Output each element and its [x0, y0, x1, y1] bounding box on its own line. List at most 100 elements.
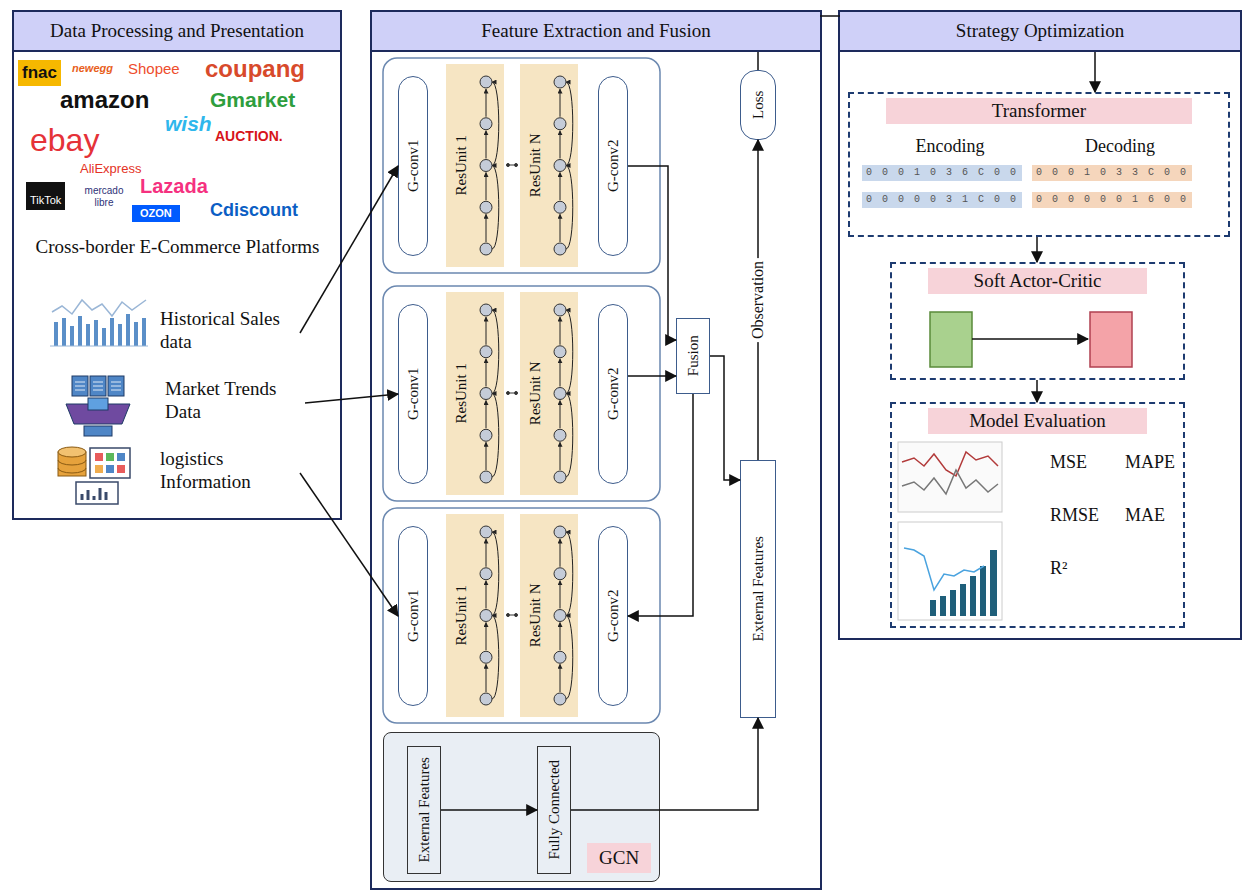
platform-logo: mercado libre: [78, 185, 130, 208]
conv-layer: G-conv1: [398, 76, 428, 256]
section-title: Data Processing and Presentation: [14, 12, 340, 52]
node-label: Historical Sales data: [160, 308, 300, 354]
conv-layer: G-conv2: [598, 304, 628, 484]
data-source: logistics Information: [160, 448, 300, 498]
sales-icon: [50, 300, 148, 346]
section-title: Transformer: [886, 98, 1192, 124]
section-title: Soft Actor-Critic: [928, 268, 1147, 294]
node-label: Fusion: [685, 335, 702, 376]
process-box: Fully Connected: [537, 746, 571, 874]
node-label: G-conv1: [405, 368, 422, 421]
node-label: Loss: [750, 91, 767, 119]
token-strip: 0 0 0 0 0 0 1 6 0 0: [1032, 192, 1192, 208]
node-label: G-conv1: [405, 140, 422, 193]
neuron-chain: [550, 64, 576, 267]
node-label: ResUnit N: [527, 361, 544, 425]
section-title: Model Evaluation: [928, 408, 1147, 434]
ellipsis-dots: [507, 164, 518, 617]
node-label: ResUnit 1: [453, 135, 470, 195]
metric-name: MAE: [1125, 505, 1165, 526]
neuron-chain: [550, 514, 576, 717]
metric-name: R²: [1050, 558, 1067, 579]
node-label: External Features: [750, 536, 767, 641]
connector-arrow: [628, 166, 676, 340]
node-label: ResUnit N: [527, 133, 544, 197]
connector-arrow: [300, 473, 398, 616]
node-label: External Features: [416, 757, 433, 862]
metric-name: MSE: [1050, 452, 1087, 473]
data-source: Historical Sales data: [160, 308, 300, 358]
connector-arrow: [441, 809, 537, 811]
conv-layer: G-conv1: [398, 304, 428, 484]
node-label: ResUnit N: [527, 583, 544, 647]
residual-unit: ResUnit 1: [446, 514, 504, 717]
panel: G-conv1ResUnit 1ResUnit NG-conv2G-conv1R…: [370, 10, 822, 890]
node-label: ResUnit 1: [453, 363, 470, 423]
neuron-chain: [550, 292, 576, 495]
node-label: Market Trends Data: [165, 378, 305, 424]
node-label: ResUnit 1: [453, 585, 470, 645]
neuron-chain: [476, 64, 502, 267]
connector-arrow: [1036, 237, 1038, 262]
process-box: External Features: [740, 460, 776, 718]
section-label: Decoding: [1070, 136, 1170, 157]
node-label: G-conv1: [405, 590, 422, 643]
node-label: Fully Connected: [546, 760, 563, 860]
process-box: External Features: [407, 746, 441, 874]
node-label: GCN: [587, 843, 651, 873]
conv-layer: G-conv2: [598, 526, 628, 706]
residual-unit: ResUnit N: [520, 64, 578, 267]
bar-chart: [898, 522, 1002, 620]
connector-arrow: [628, 375, 676, 377]
data-source: Market Trends Data: [165, 378, 305, 428]
token-strip: 0 0 0 0 0 3 1 C 0 0: [862, 192, 1022, 208]
connector-arrow: [710, 356, 740, 480]
conv-layer: G-conv2: [598, 76, 628, 256]
platform-logo: ebay: [30, 122, 99, 159]
platform-logo: wish: [165, 112, 212, 136]
platform-logo: AUCTION.: [215, 128, 283, 144]
platform-logo: amazon: [60, 86, 149, 114]
connector-arrow: [758, 16, 1095, 92]
platform-logo: newegg: [72, 62, 113, 75]
platform-logo: AliExpress: [80, 162, 141, 177]
conv-layer: G-conv1: [398, 526, 428, 706]
branch-outline: [383, 58, 660, 723]
token-strip: 0 0 0 1 0 3 6 C 0 0: [862, 165, 1022, 181]
connector-arrow: [300, 166, 398, 333]
line-chart: [898, 442, 1002, 512]
node-label: G-conv2: [605, 368, 622, 421]
loss-box: Loss: [740, 70, 776, 140]
gcn-module: External Features Fully ConnectedGCN: [383, 732, 660, 882]
node-label: G-conv2: [605, 140, 622, 193]
node-label: G-conv2: [605, 590, 622, 643]
neuron-chain: [476, 292, 502, 495]
connector-arrow: [571, 718, 758, 810]
node-label: logistics Information: [160, 448, 300, 494]
sac-blocks: [930, 312, 1132, 367]
connector-arrow: [305, 394, 398, 403]
connector-arrow: [628, 394, 693, 616]
connector-arrow: [1036, 380, 1038, 402]
panel: TransformerSoft Actor-CriticModel Evalua…: [838, 10, 1242, 640]
token-strip: 0 0 0 1 0 3 3 C 0 0: [1032, 165, 1192, 181]
market-icon: [66, 376, 130, 436]
section-title: Strategy Optimization: [840, 12, 1240, 52]
platform-logo: coupang: [205, 55, 305, 83]
metric-name: MAPE: [1125, 452, 1175, 473]
platform-logo: Lazada: [140, 175, 208, 198]
platform-logo: Gmarket: [210, 88, 295, 112]
platform-logo: TikTok: [26, 182, 65, 210]
residual-unit: ResUnit 1: [446, 64, 504, 267]
neuron-chain: [476, 514, 502, 717]
residual-unit: ResUnit N: [520, 292, 578, 495]
edge-label: Observation: [748, 258, 768, 342]
residual-unit: ResUnit N: [520, 514, 578, 717]
module-box: Soft Actor-Critic: [890, 262, 1185, 380]
section-title: Feature Extraction and Fusion: [372, 12, 820, 52]
process-box: Fusion: [676, 318, 710, 394]
platform-logo: fnac: [18, 60, 61, 86]
residual-unit: ResUnit 1: [446, 292, 504, 495]
platform-logo: Cdiscount: [210, 200, 298, 221]
platform-logo: Shopee: [128, 60, 180, 77]
